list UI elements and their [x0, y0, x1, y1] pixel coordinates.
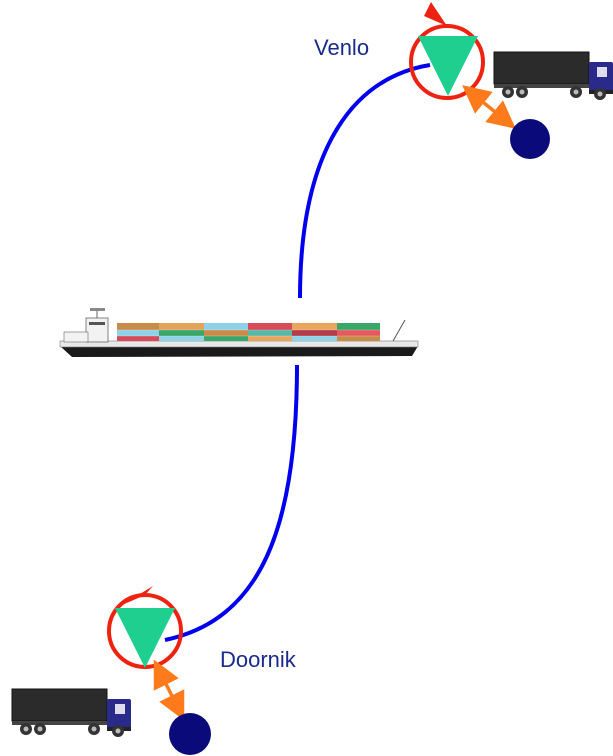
customer-node-icon	[510, 119, 550, 159]
terminal-doornik	[107, 586, 183, 669]
terminal-label-venlo: Venlo	[314, 35, 369, 60]
customer-node-icon	[169, 713, 211, 755]
terminal-label-doornik: Doornik	[220, 647, 297, 672]
truck-icon	[11, 688, 131, 737]
terminal-triangle-icon	[418, 36, 478, 96]
route-line-bottom	[164, 364, 299, 642]
terminal-venlo	[409, 2, 485, 100]
transfer-arrow-venlo	[462, 85, 516, 129]
rotation-arrow-icon	[122, 586, 153, 605]
route-line-top	[298, 63, 431, 299]
truck-icon	[493, 51, 613, 100]
rotation-arrow-icon	[424, 2, 447, 26]
barge-icon	[59, 308, 419, 357]
transfer-arrow-doornik	[153, 659, 185, 721]
terminal-triangle-icon	[115, 608, 175, 668]
